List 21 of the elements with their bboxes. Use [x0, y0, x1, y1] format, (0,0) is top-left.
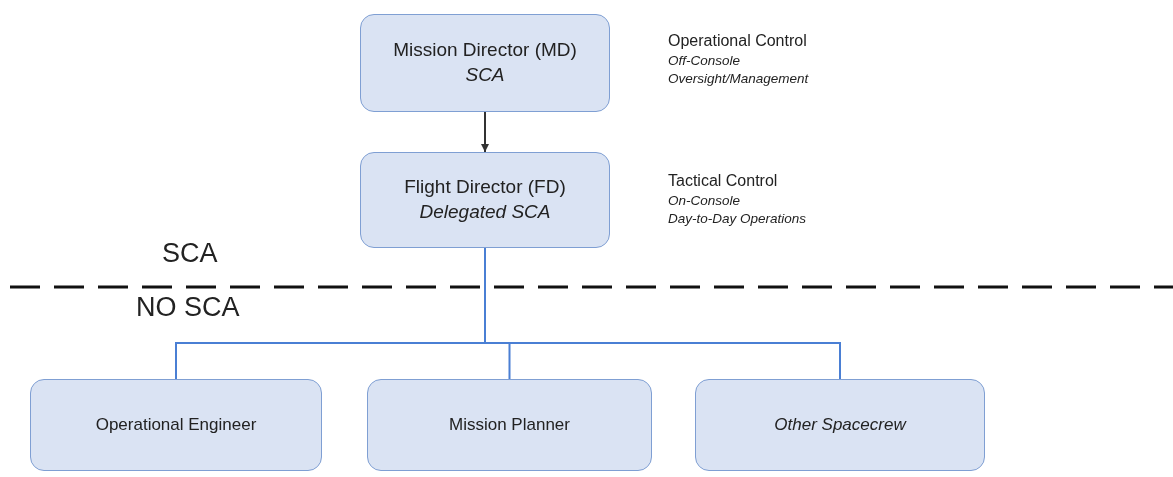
authority-label: Delegated SCA: [419, 200, 551, 224]
control-note: On-Console: [668, 191, 742, 210]
role-title: Operational Engineer: [95, 413, 257, 436]
zone-label: SCA: [162, 238, 218, 269]
role-title: Flight Director (FD): [404, 175, 566, 200]
zone-label: NO SCA: [136, 292, 240, 323]
authority-label: SCA: [465, 63, 505, 87]
role-box: [30, 379, 322, 471]
role-box: [360, 14, 610, 112]
control-note: Off-Console: [668, 51, 742, 70]
role-box: [695, 379, 985, 471]
role-title: Other Spacecrew: [774, 413, 906, 436]
control-type: Operational Control: [668, 31, 808, 51]
control-type: Tactical Control: [668, 171, 779, 191]
control-note: Oversight/Management: [668, 69, 809, 88]
role-title: Mission Director (MD): [393, 38, 577, 63]
control-note: Day-to-Day Operations: [668, 209, 807, 228]
role-box: [367, 379, 652, 471]
role-box: [360, 152, 610, 248]
arrow: [481, 111, 489, 153]
role-title: Mission Planner: [449, 413, 570, 436]
